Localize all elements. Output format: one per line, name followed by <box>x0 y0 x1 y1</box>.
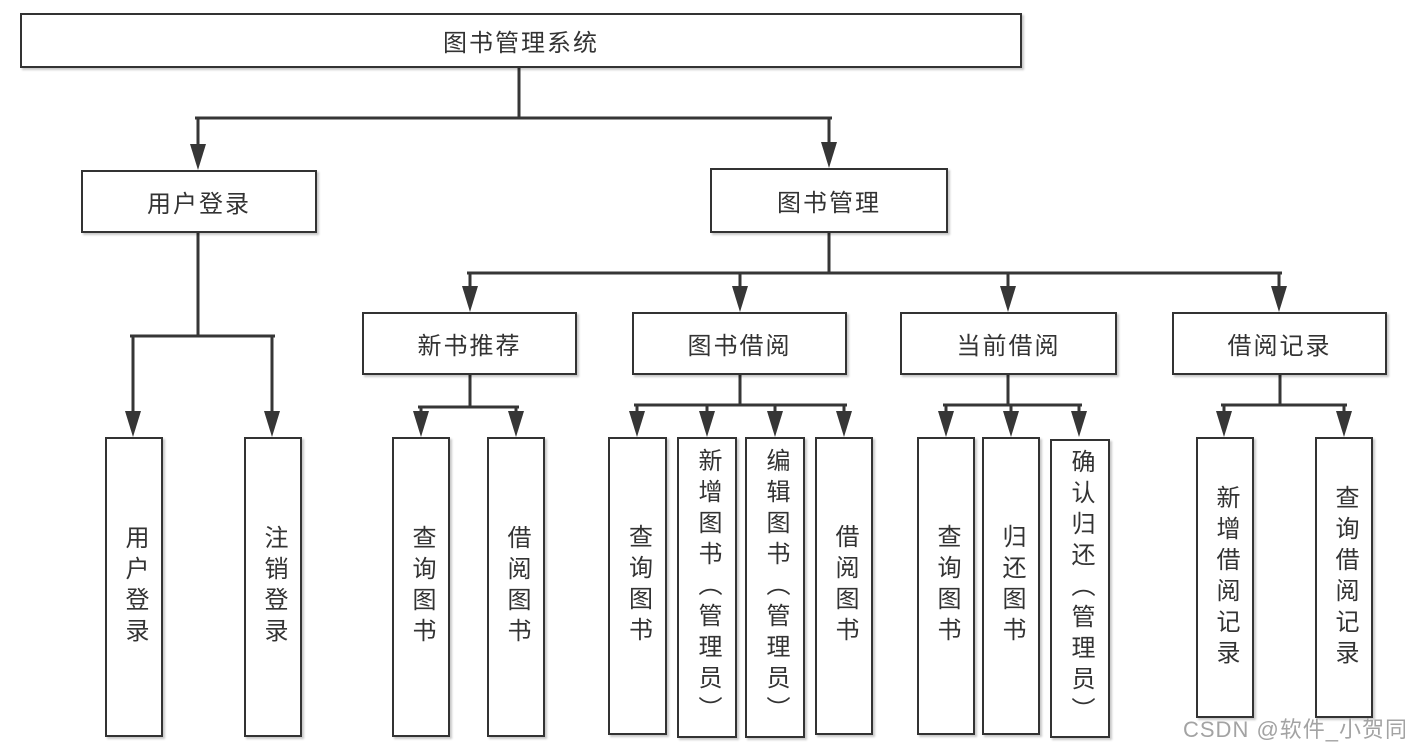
arrowhead-icon <box>462 286 478 312</box>
arrowhead-icon <box>732 286 748 312</box>
node-leaf-logout: 注销登录 <box>244 437 302 737</box>
node-leaf-add-borrow-record: 新增借阅记录 <box>1196 437 1254 718</box>
node-label: 图书管理系统 <box>443 30 599 57</box>
node-label: 新书推荐 <box>417 333 522 360</box>
arrowhead-icon <box>1336 411 1352 437</box>
connector-new-book-children <box>418 371 519 418</box>
node-label: 查询图书 <box>408 525 435 649</box>
node-label: 当前借阅 <box>956 333 1061 360</box>
node-leaf-query-books: 查询图书 <box>917 437 975 735</box>
connector-root-to-level2 <box>195 64 832 152</box>
node-leaf-user-login: 用户登录 <box>105 437 163 737</box>
arrowhead-icon <box>938 411 954 437</box>
node-label: 注销登录 <box>260 525 287 649</box>
node-leaf-query-books: 查询图书 <box>608 437 667 735</box>
node-book-borrowing: 图书借阅 <box>632 312 847 375</box>
arrowhead-icon <box>836 411 852 437</box>
node-label: 查询图书 <box>933 524 960 648</box>
csdn-watermark: CSDN @软件_小贺同学 <box>1183 717 1405 742</box>
node-user-login: 用户登录 <box>81 170 317 233</box>
node-label: 新增图书（管理员） <box>694 448 721 727</box>
node-leaf-borrow-books: 借阅图书 <box>815 437 873 735</box>
connector-borrow-record-children <box>1221 371 1347 418</box>
connector-book-mgmt-children <box>467 229 1282 294</box>
node-label: 图书管理 <box>777 190 881 217</box>
node-label: 查询借阅记录 <box>1331 484 1358 671</box>
arrowhead-icon <box>1003 411 1019 437</box>
node-leaf-query-borrow-record: 查询借阅记录 <box>1315 437 1373 718</box>
node-leaf-edit-books-admin: 编辑图书（管理员） <box>745 437 805 738</box>
node-library-system: 图书管理系统 <box>20 13 1022 68</box>
node-label: 编辑图书（管理员） <box>762 448 789 727</box>
node-label: 归还图书 <box>998 524 1025 648</box>
node-label: 查询图书 <box>624 524 652 648</box>
node-leaf-add-books-admin: 新增图书（管理员） <box>677 437 737 738</box>
arrowhead-icon <box>699 411 715 437</box>
node-label: 借阅图书 <box>503 525 530 649</box>
node-label: 借阅图书 <box>831 524 858 648</box>
node-label: 用户登录 <box>147 191 251 218</box>
connector-user-login-children <box>130 229 275 418</box>
node-leaf-return-books: 归还图书 <box>982 437 1040 735</box>
node-borrowing-records: 借阅记录 <box>1172 312 1387 375</box>
arrowhead-icon <box>1000 286 1016 312</box>
arrowhead-icon <box>264 411 280 437</box>
arrowhead-icon <box>1216 411 1232 437</box>
arrowhead-icon <box>821 142 837 168</box>
arrowhead-icon <box>629 411 645 437</box>
arrowhead-icon <box>1271 286 1287 312</box>
arrowhead-icon <box>767 411 783 437</box>
node-label: 图书借阅 <box>687 333 792 360</box>
connector-current-borrow-children <box>943 371 1082 418</box>
arrowhead-icon <box>413 411 429 437</box>
node-leaf-borrow-books: 借阅图书 <box>487 437 545 737</box>
node-current-borrowing: 当前借阅 <box>900 312 1117 375</box>
arrowhead-icon <box>1071 411 1087 437</box>
node-leaf-confirm-return-admin: 确认归还（管理员） <box>1050 439 1110 738</box>
arrowhead-icon <box>190 144 206 170</box>
node-label: 借阅记录 <box>1227 333 1332 360</box>
arrowhead-icon <box>508 411 524 437</box>
node-label: 确认归还（管理员） <box>1067 449 1094 728</box>
node-label: 新增借阅记录 <box>1212 484 1239 671</box>
node-label: 用户登录 <box>121 525 148 649</box>
arrowhead-icon <box>125 411 141 437</box>
node-book-management: 图书管理 <box>710 168 948 233</box>
connector-book-borrow-children <box>634 371 847 418</box>
node-leaf-query-books: 查询图书 <box>392 437 450 737</box>
node-new-book-recommend: 新书推荐 <box>362 312 577 375</box>
